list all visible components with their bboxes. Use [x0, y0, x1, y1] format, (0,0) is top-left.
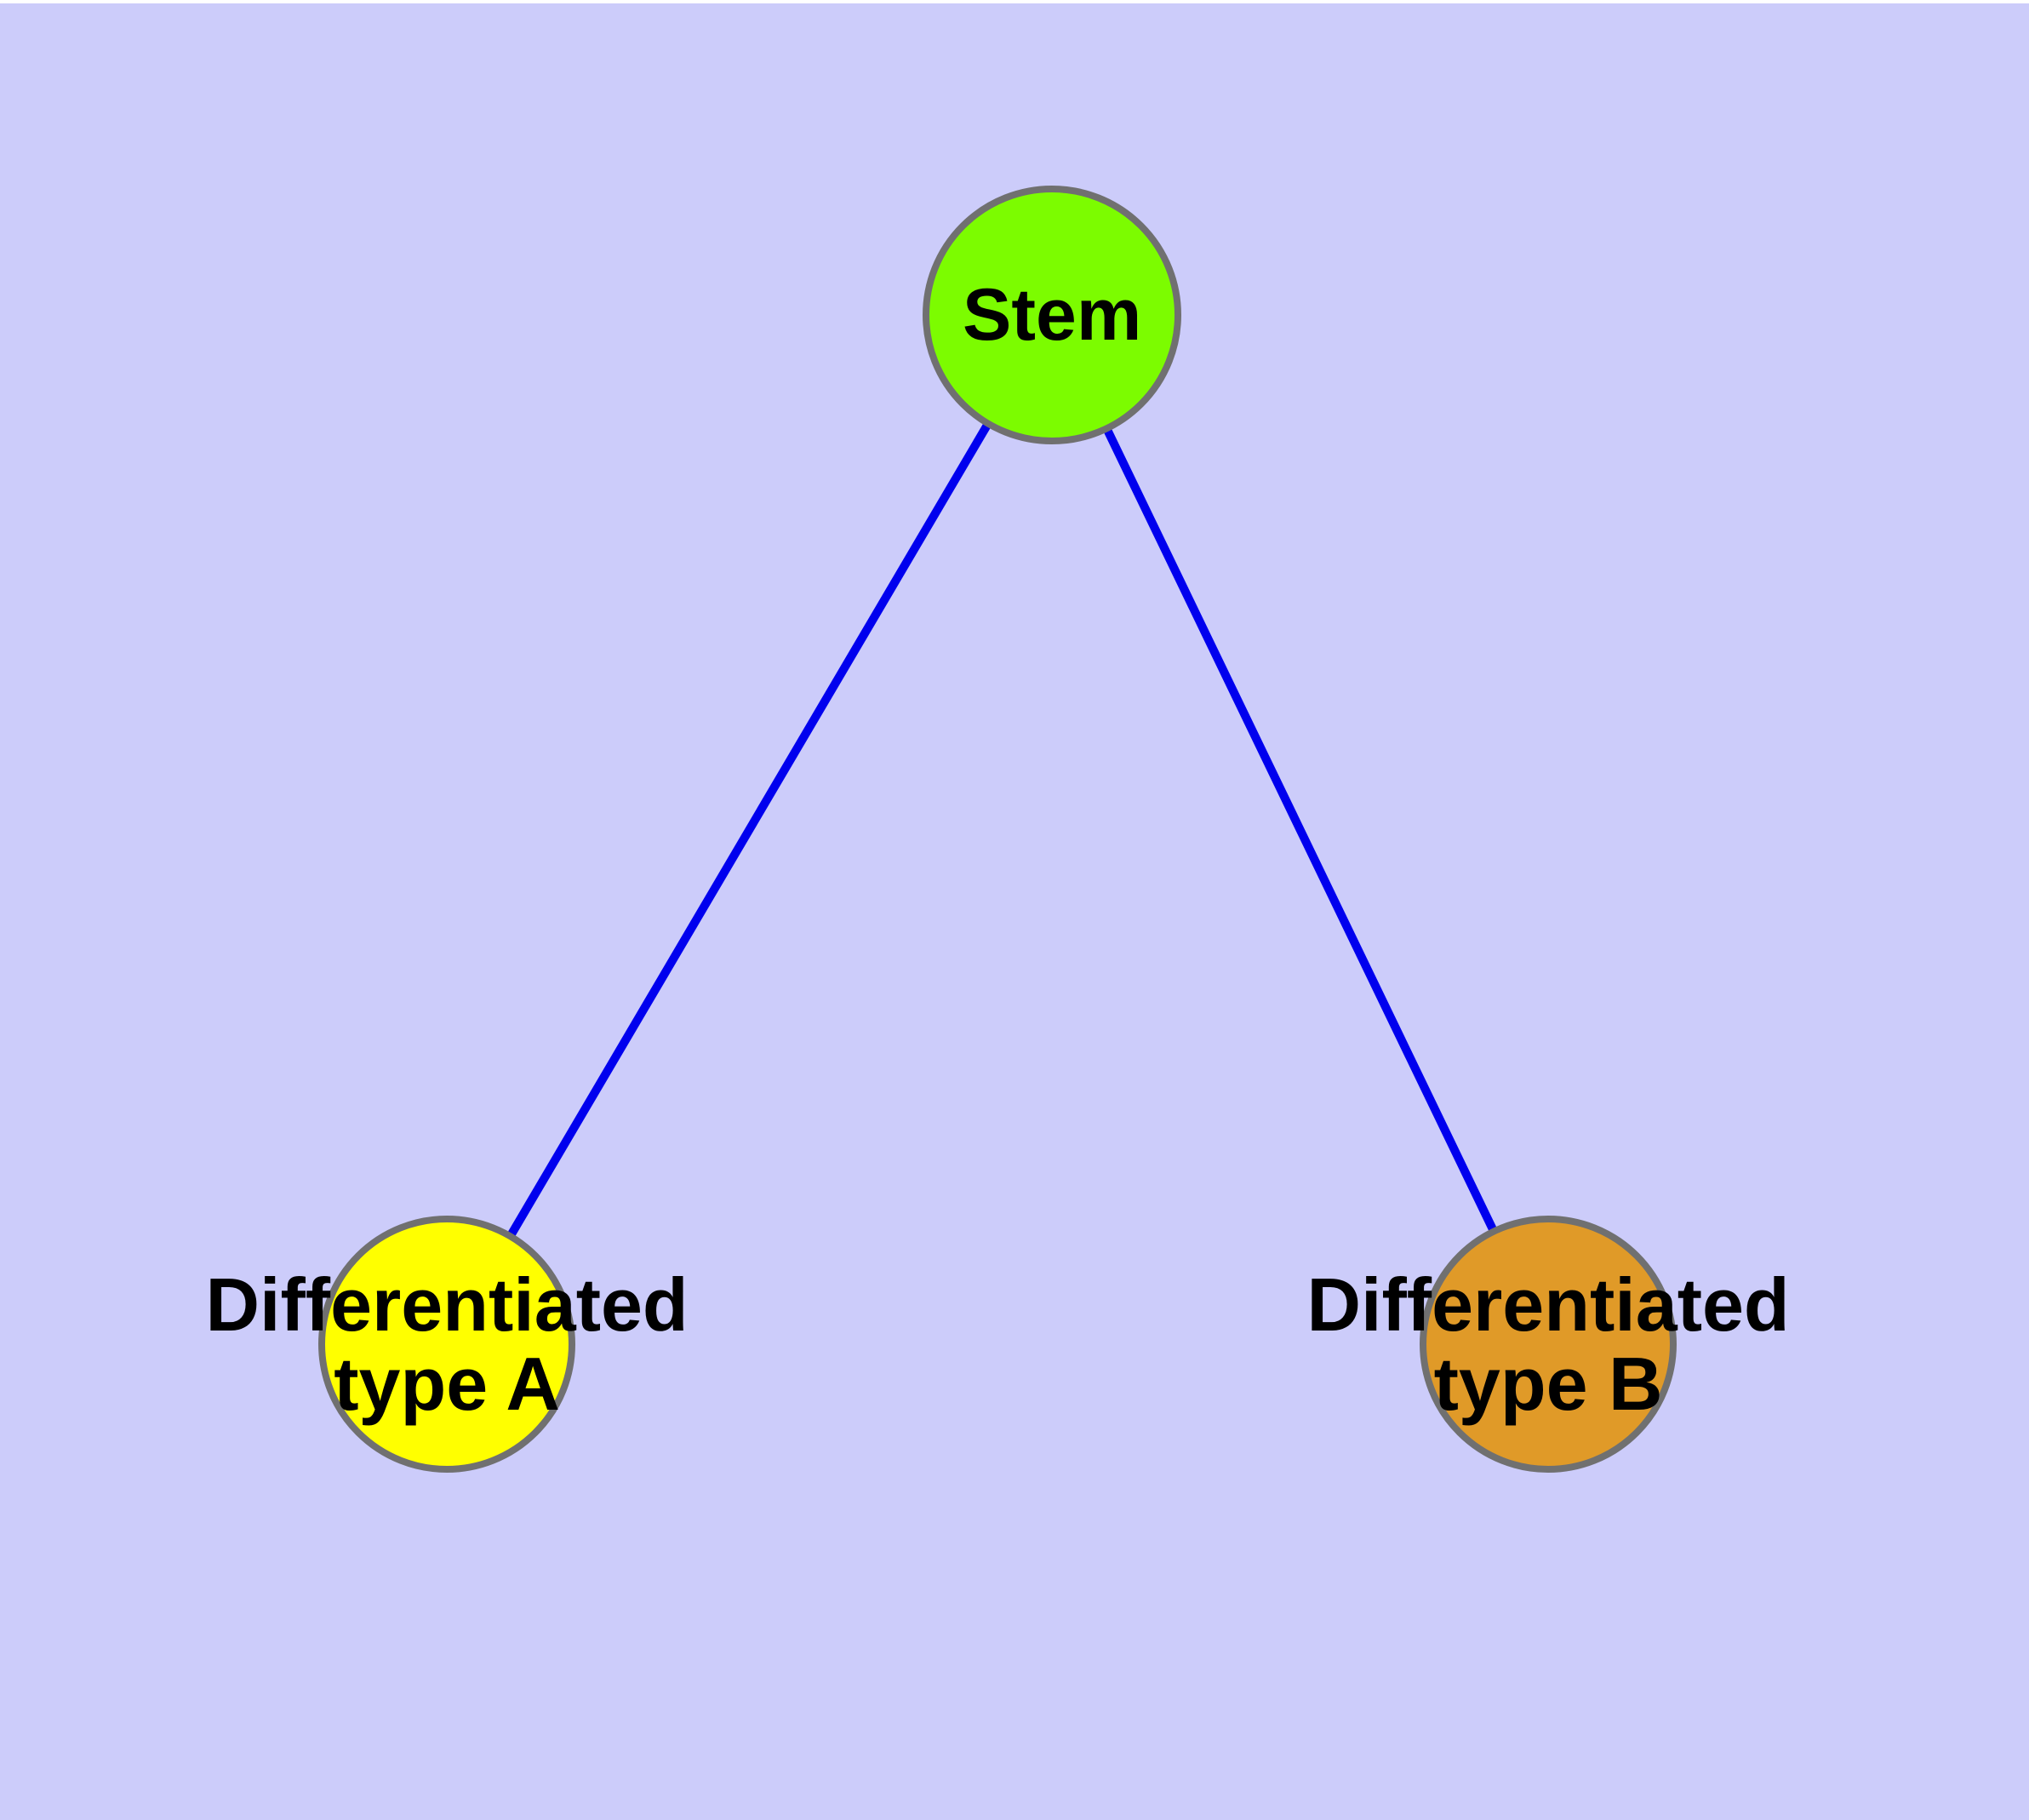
- graph-edge-stem-diff_b: [1104, 429, 1497, 1231]
- graph-node-diff_b[interactable]: [1420, 1216, 1677, 1473]
- edge-layer: [508, 424, 1497, 1236]
- node-layer: [318, 186, 1677, 1473]
- graph-node-stem[interactable]: [923, 186, 1181, 444]
- graph-edge-stem-diff_a: [508, 424, 991, 1236]
- graph-node-diff_a[interactable]: [318, 1216, 575, 1473]
